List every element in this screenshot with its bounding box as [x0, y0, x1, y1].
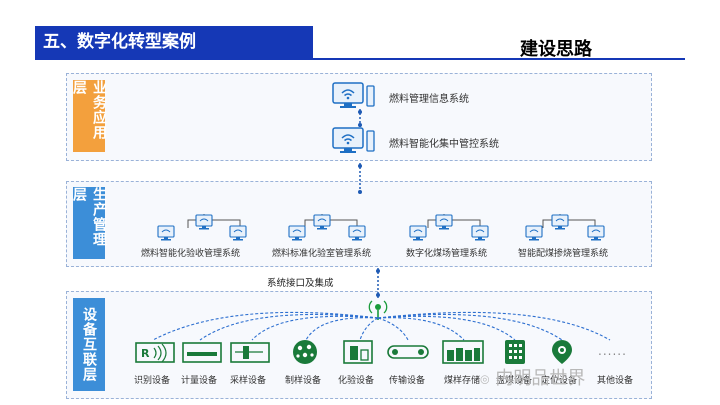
section-title: 五、数字化转型案例 — [35, 26, 313, 58]
more-devices-marker: ...... — [598, 344, 627, 358]
layer-label-mgmt: 生产管理层 — [71, 187, 107, 259]
storage-icon — [442, 340, 484, 364]
coal-survey-icon — [505, 340, 525, 364]
lab-icon — [343, 340, 373, 364]
device-label-locator: 定位设备 — [541, 376, 578, 386]
device-label-conveyor: 传输设备 — [389, 376, 426, 386]
mgmt-system-label-4: 智能配煤掺烧管理系统 — [518, 249, 609, 259]
mgmt-system-label-3: 数字化煤场管理系统 — [406, 249, 488, 259]
svg-text:R: R — [141, 347, 150, 360]
app-system-label-2: 燃料智能化集中管控系统 — [389, 139, 499, 150]
app-system-label-1: 燃料管理信息系统 — [389, 94, 469, 105]
mgmt-cluster-2 — [288, 214, 366, 242]
mgmt-cluster-1 — [157, 214, 247, 242]
wechat-icon: ◎ — [480, 372, 490, 386]
device-label-other: 其他设备 — [597, 376, 634, 386]
integration-label: 系统接口及集成 — [267, 278, 334, 289]
sample-prep-icon — [293, 340, 317, 364]
locator-icon — [552, 340, 572, 364]
watermark-text: 内明品世界 — [495, 368, 586, 389]
device-label-sampling: 采样设备 — [230, 376, 267, 386]
page-subtitle: 建设思路 — [520, 39, 592, 60]
device-label-identify: 识别设备 — [134, 376, 171, 386]
sampler-icon — [230, 342, 270, 363]
scale-icon — [182, 342, 222, 363]
mgmt-system-label-1: 燃料智能化验收管理系统 — [141, 249, 241, 259]
watermark: ◎ 内明品世界 — [480, 364, 585, 390]
device-label-metering: 计量设备 — [181, 376, 218, 386]
layer-label-app: 业务应用层 — [71, 80, 107, 152]
mgmt-cluster-3 — [409, 214, 489, 242]
conveyor-icon — [387, 345, 429, 359]
device-label-lab: 化验设备 — [338, 376, 375, 386]
device-label-storage: 煤样存储 — [444, 376, 481, 386]
layer-label-device: 设备互联层 — [73, 298, 105, 391]
mgmt-system-label-2: 燃料标准化验室管理系统 — [272, 249, 372, 259]
server-icon-info-system — [332, 82, 375, 109]
mgmt-cluster-4 — [525, 214, 605, 242]
rfid-icon: R — [135, 342, 175, 363]
server-icon-control-system — [332, 127, 375, 154]
device-label-coal-survey: 盘煤设备 — [496, 376, 533, 386]
device-label-sample-prep: 制样设备 — [285, 376, 322, 386]
header-underline — [35, 58, 685, 60]
